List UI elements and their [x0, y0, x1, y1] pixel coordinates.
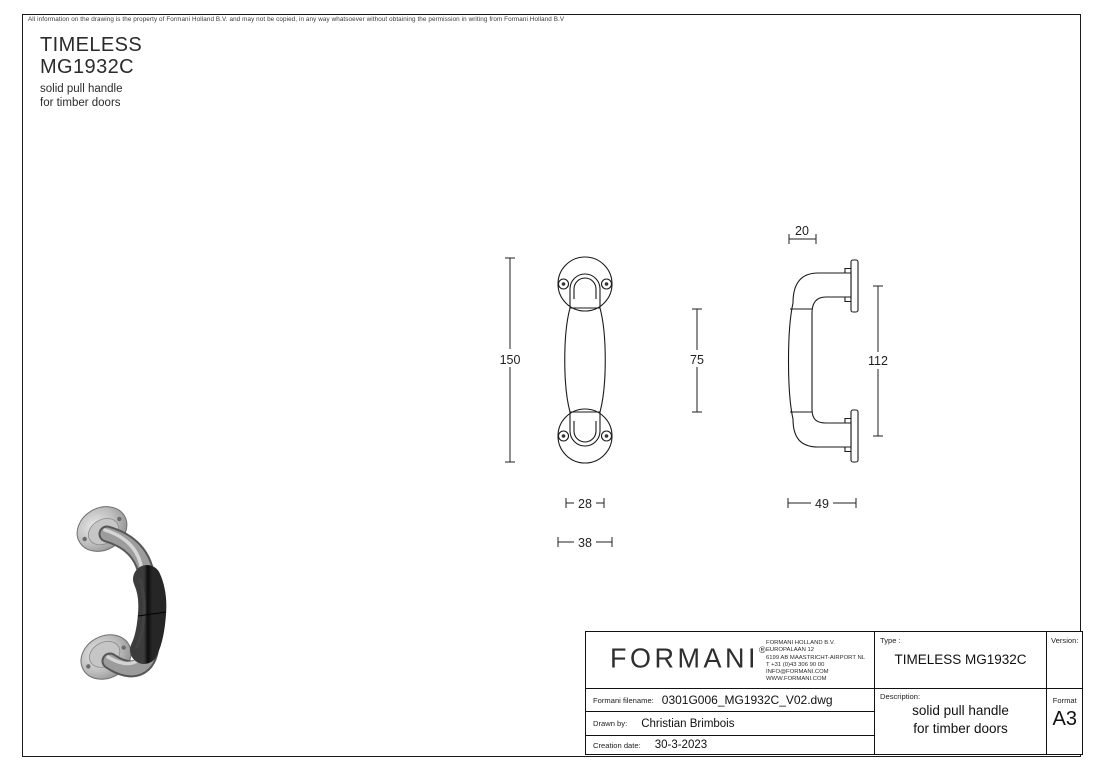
side-grip-joint-lines: [790, 308, 812, 413]
front-top-neck-arch: [569, 273, 601, 308]
type-label: Type :: [880, 636, 901, 645]
product-title: TIMELESS MG1932C: [40, 34, 142, 79]
dim-20-label: 20: [795, 224, 809, 238]
company-line: EUROPALAAN 12: [766, 647, 815, 654]
dim-28: 28: [565, 495, 605, 511]
formani-logo-text: FORMANI: [610, 642, 759, 674]
subtitle-line-2: for timber doors: [40, 97, 121, 110]
dim-38: 38: [557, 534, 613, 550]
company-line: INFO@FORMANI.COM: [766, 669, 829, 676]
dim-112-label: 112: [868, 354, 888, 368]
description-cell: Description: solid pull handle for timbe…: [874, 688, 1046, 755]
dim-20: 20: [788, 224, 817, 244]
side-bottom-collar-steps: [844, 417, 851, 453]
front-bottom-screw-left-icon: [557, 430, 570, 442]
creation-date-row: Creation date: 30-3-2023: [586, 735, 874, 755]
render-grip-highlight: [135, 578, 146, 649]
drawn-by-value: Christian Brimbois: [641, 717, 735, 730]
dim-150: 150: [498, 257, 522, 463]
title-block: FORMANI® FORMANI HOLLAND B.V. EUROPALAAN…: [585, 631, 1083, 755]
side-top-plate: [850, 259, 859, 313]
type-cell: Type : TIMELESS MG1932C: [874, 632, 1046, 688]
dim-38-label: 38: [578, 536, 592, 550]
creation-date-label: Creation date:: [593, 740, 641, 750]
front-top-screw-right-dot: [604, 282, 609, 286]
company-address-block: FORMANI HOLLAND B.V. EUROPALAAN 12 6199 …: [766, 640, 865, 684]
front-view-drawing: [557, 256, 613, 464]
product-photo-3d: [76, 506, 167, 680]
drawn-by-label: Drawn by:: [593, 719, 628, 728]
description-label: Description:: [880, 692, 921, 701]
registered-trademark-icon: ®: [759, 644, 766, 655]
side-handle-outline: [787, 272, 852, 448]
product-series: TIMELESS: [40, 34, 143, 56]
product-code: MG1932C: [40, 56, 134, 79]
description-line-1: solid pull handle: [912, 703, 1009, 718]
dim-49: 49: [787, 495, 857, 511]
side-top-collar-steps: [844, 267, 851, 303]
copyright-disclaimer: All information on the drawing is the pr…: [28, 16, 565, 23]
front-top-screw-right-icon: [600, 278, 613, 290]
filename-value: 0301G006_MG1932C_V02.dwg: [661, 693, 833, 707]
front-bottom-neck-arch: [569, 412, 601, 447]
creation-date-value: 30-3-2023: [654, 739, 708, 752]
render-grip-seam: [137, 611, 167, 617]
format-value: A3: [1052, 708, 1077, 730]
front-bottom-rosette: [557, 408, 613, 464]
version-cell: Version:: [1046, 632, 1083, 688]
front-bottom-screw-right-icon: [600, 430, 613, 442]
dim-28-label: 28: [578, 497, 592, 511]
front-top-screw-left-icon: [557, 278, 570, 290]
formani-logo: FORMANI®: [610, 642, 766, 674]
subtitle-line-1: solid pull handle: [40, 83, 123, 95]
side-bottom-plate: [850, 409, 859, 463]
company-line: WWW.FORMANI.COM: [766, 676, 827, 683]
product-subtitle: solid pull handle for timber doors: [40, 82, 122, 110]
drawn-by-row: Drawn by: Christian Brimbois: [586, 711, 874, 735]
title-block-logo-cell: FORMANI® FORMANI HOLLAND B.V. EUROPALAAN…: [586, 632, 874, 688]
dim-112: 112: [866, 285, 891, 437]
dim-150-label: 150: [500, 353, 521, 367]
company-line: 6199 AB MAASTRICHT-AIRPORT NL: [766, 654, 865, 661]
version-label: Version:: [1051, 636, 1079, 645]
type-value: TIMELESS MG1932C: [894, 652, 1027, 667]
front-top-screw-left-dot: [561, 282, 566, 286]
format-label: Format: [1052, 696, 1077, 705]
dimension-annotations: 150 75 112 20: [498, 224, 891, 550]
filename-label: Formani filename:: [593, 695, 654, 705]
description-value: solid pull handle for timber doors: [875, 702, 1046, 738]
description-line-2: for timber doors: [913, 721, 1008, 737]
format-cell: Format A3: [1046, 688, 1083, 755]
sheet-border: [22, 14, 1081, 757]
dim-75: 75: [687, 308, 707, 413]
company-line: T +31 (0)43 306 90 00: [766, 661, 825, 668]
dim-75-label: 75: [690, 353, 704, 367]
front-bottom-screw-left-dot: [561, 434, 566, 438]
company-line: FORMANI HOLLAND B.V.: [766, 640, 835, 646]
front-top-rosette: [557, 256, 613, 312]
side-view-drawing: [787, 259, 859, 463]
front-grip-outline: [564, 307, 606, 413]
dim-49-label: 49: [815, 497, 829, 511]
filename-row: Formani filename: 0301G006_MG1932C_V02.d…: [586, 688, 874, 711]
front-bottom-screw-right-dot: [604, 434, 609, 438]
